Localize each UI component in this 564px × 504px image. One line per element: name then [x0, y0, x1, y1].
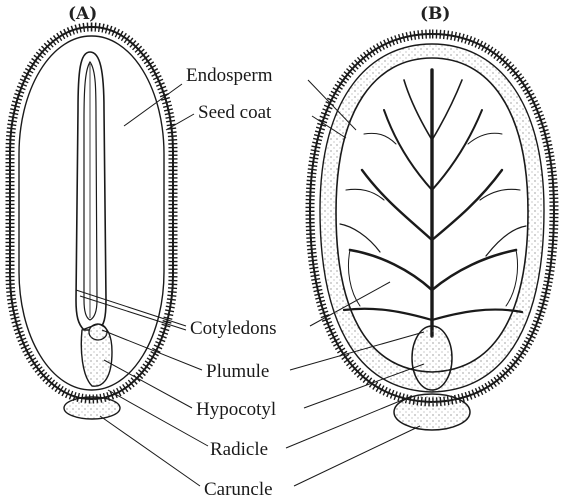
- seed-b-hypocotyl: [412, 326, 452, 390]
- seed-a-cotyledon-inner: [84, 62, 97, 320]
- label-plumule: Plumule: [206, 362, 269, 381]
- leader-radicle-a: [108, 390, 208, 446]
- seed-a-caruncle: [64, 397, 120, 419]
- label-seed-coat: Seed coat: [198, 103, 271, 122]
- label-hypocotyl: Hypocotyl: [196, 400, 276, 419]
- leader-radicle-b: [286, 396, 412, 448]
- panel-label-a: (A): [68, 4, 97, 24]
- seed-b: [310, 34, 554, 430]
- label-radicle: Radicle: [210, 440, 268, 459]
- leader-caruncle-b: [294, 426, 420, 486]
- seed-b-caruncle: [394, 394, 470, 430]
- seed-a-hypocotyl: [81, 324, 112, 386]
- panel-label-b: (B): [420, 4, 450, 24]
- label-endosperm: Endosperm: [186, 66, 273, 85]
- leader-caruncle-a: [100, 416, 200, 486]
- label-caruncle: Caruncle: [204, 480, 273, 499]
- seed-a: [10, 27, 173, 419]
- label-cotyledons: Cotyledons: [190, 319, 277, 338]
